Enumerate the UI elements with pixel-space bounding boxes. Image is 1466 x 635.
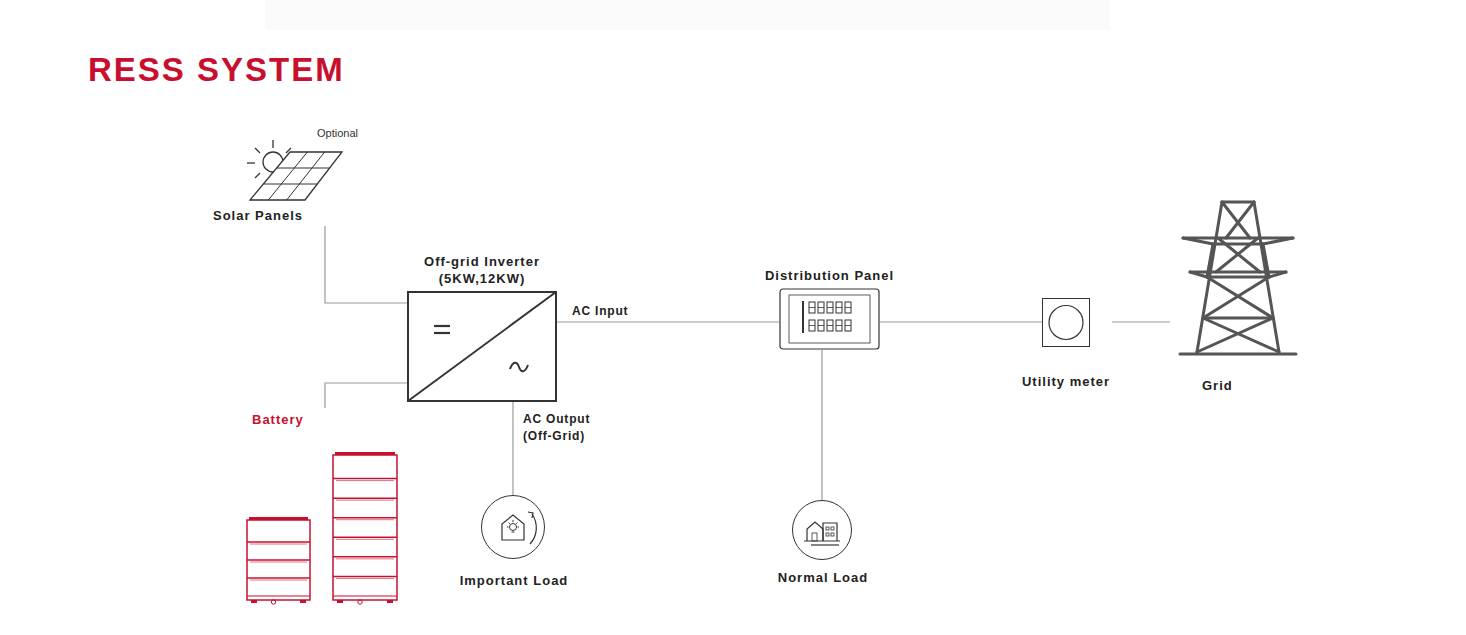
node-label: Utility meter <box>1022 373 1110 390</box>
important-icon <box>482 496 544 558</box>
solar-drawing <box>247 140 342 200</box>
connector-line <box>325 226 407 303</box>
utility-meter-box: Utility meter <box>1042 298 1090 347</box>
node-label: Battery <box>252 411 304 428</box>
inverter-drawing <box>408 292 556 401</box>
solar-panel-node: Solar Panels <box>205 118 355 226</box>
node-label: Distribution Panel <box>740 267 920 284</box>
distribution-panel-box: Distribution Panel <box>779 288 880 350</box>
battery-node: Battery <box>240 408 405 604</box>
meter-drawing <box>1043 299 1090 347</box>
panel-icon <box>779 288 880 350</box>
battery-icon <box>240 408 405 604</box>
important-drawing <box>502 512 536 544</box>
connector-line <box>1112 321 1170 322</box>
connector-line <box>821 350 822 500</box>
inverter-box: Off-grid Inverter (5KW,12KW) <box>407 291 557 402</box>
inverter-icon <box>407 291 557 402</box>
panel-drawing <box>780 289 879 349</box>
connector-line <box>557 321 779 322</box>
node-label: Off-grid Inverter (5KW,12KW) <box>402 253 562 287</box>
normal-icon <box>793 501 851 559</box>
normal-drawing <box>804 522 840 545</box>
grid-tower: Grid <box>1180 200 1296 355</box>
note-label: Optional <box>317 126 358 140</box>
node-label: Grid <box>1202 377 1233 394</box>
diagram-title: RESS SYSTEM <box>88 50 345 90</box>
node-label: Important Load <box>460 572 569 589</box>
node-label: Solar Panels <box>213 207 303 224</box>
tower-icon <box>1180 200 1296 355</box>
connector-label: AC Output (Off-Grid) <box>521 411 605 445</box>
top-band <box>265 0 1110 30</box>
normal-load-circle: Normal Load <box>792 500 852 560</box>
connector-line <box>325 383 407 408</box>
important-load-circle: Important Load <box>481 495 545 559</box>
node-label: Normal Load <box>778 569 868 586</box>
meter-icon <box>1042 298 1090 347</box>
tower-drawing <box>1180 202 1296 354</box>
battery-drawing <box>247 452 397 604</box>
connector-label: AC Input <box>570 303 630 320</box>
connector-line <box>880 321 1042 322</box>
connector-line <box>512 402 513 495</box>
